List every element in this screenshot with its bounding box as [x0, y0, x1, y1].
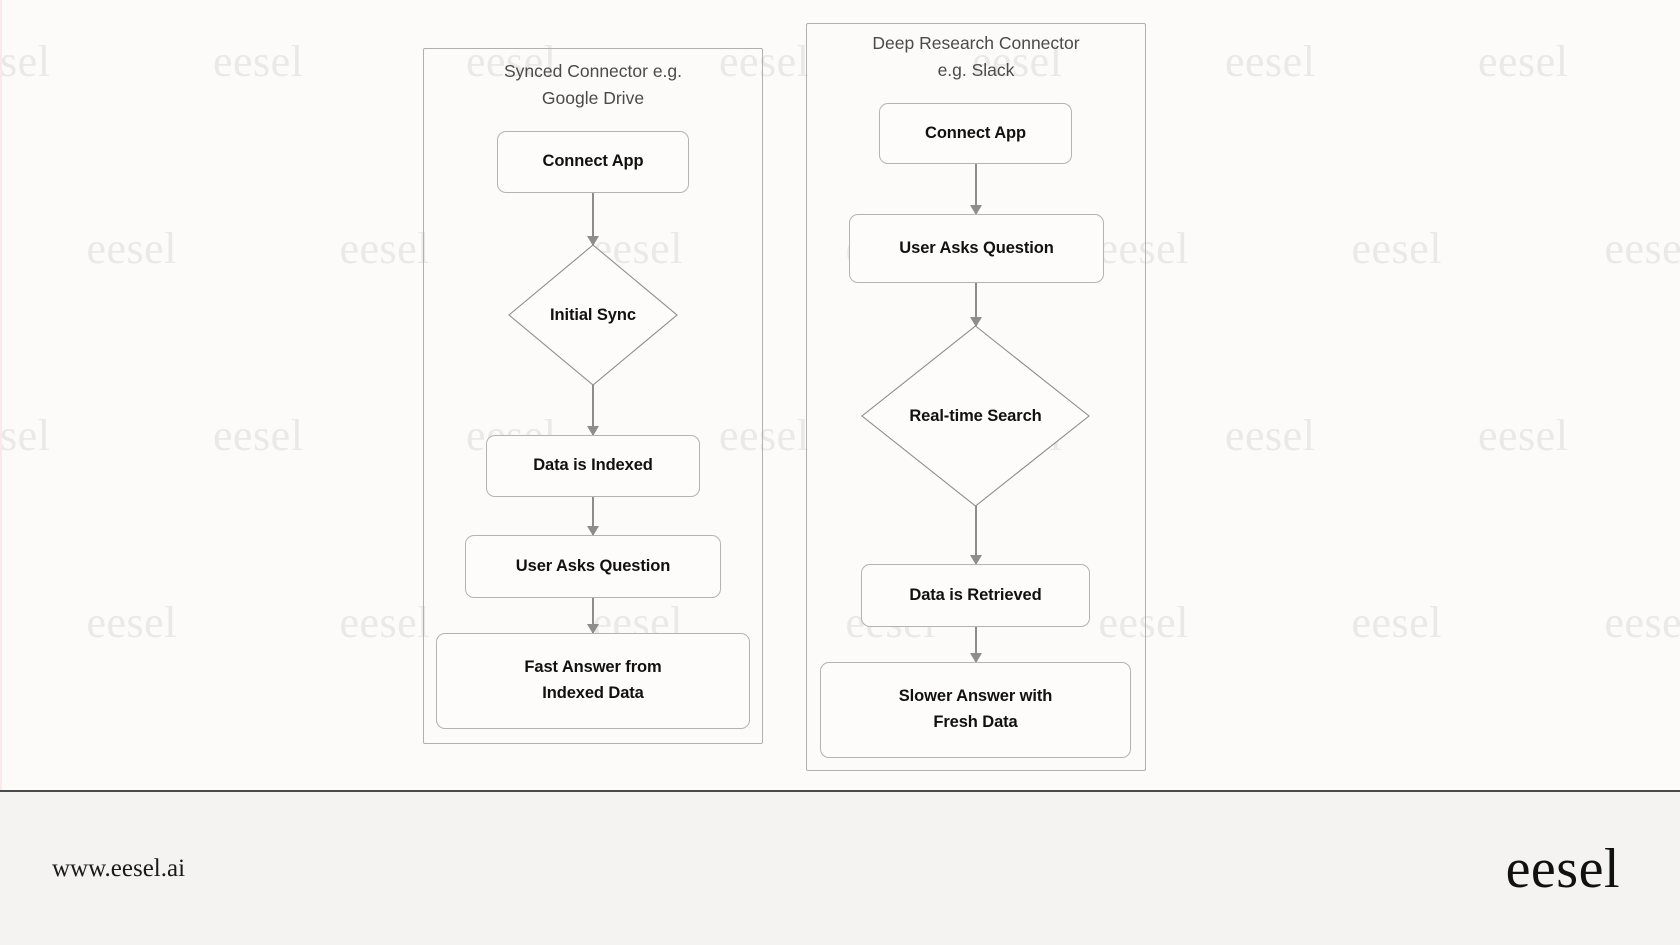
node-deep-realtime-search[interactable]: Real-time Search [861, 325, 1090, 507]
edge-user-asks-to-realtime-search [975, 283, 977, 326]
subgraph-synced-connector [423, 48, 763, 744]
edge-user-asks-to-fast-answer [592, 598, 594, 633]
node-synced-connect-app-label: Connect App [542, 152, 644, 171]
footer-website-url[interactable]: www.eesel.ai [52, 854, 186, 882]
node-synced-connect-app[interactable]: Connect App [497, 131, 689, 193]
node-deep-data-is-retrieved[interactable]: Data is Retrieved [861, 564, 1090, 627]
subgraph-synced-connector-title: Synced Connector e.g. Google Drive [423, 58, 763, 112]
node-synced-initial-sync-label: Initial Sync [550, 305, 636, 324]
node-synced-fast-answer-label-line-2: Indexed Data [542, 684, 644, 702]
node-deep-connect-app[interactable]: Connect App [879, 103, 1072, 164]
edge-data-indexed-to-user-asks [592, 497, 594, 535]
node-deep-user-asks-question[interactable]: User Asks Question [849, 214, 1104, 283]
node-synced-initial-sync[interactable]: Initial Sync [508, 244, 678, 386]
subgraph-synced-title-line-2: Google Drive [541, 88, 645, 109]
subgraph-deep-research-title: Deep Research Connector e.g. Slack [806, 30, 1146, 84]
left-edge-accent-line [0, 0, 2, 790]
node-synced-fast-answer[interactable]: Fast Answer from Indexed Data [436, 633, 750, 729]
edge-synced-connect-to-initial-sync [592, 193, 594, 245]
footer-brand-logo: eesel [1505, 837, 1620, 900]
edge-deep-connect-to-user-asks [975, 164, 977, 214]
node-deep-slower-answer-label-line-2: Fresh Data [933, 713, 1018, 731]
subgraph-deep-research-title-line-2: e.g. Slack [937, 60, 1015, 81]
subgraph-deep-research-connector [806, 23, 1146, 771]
node-deep-realtime-search-label: Real-time Search [909, 406, 1042, 425]
footer-bar: www.eesel.ai eesel [0, 790, 1680, 945]
edge-initial-sync-to-data-indexed [592, 385, 594, 435]
node-synced-user-asks-question-label: User Asks Question [515, 556, 671, 575]
node-deep-user-asks-question-label: User Asks Question [899, 238, 1054, 257]
subgraph-synced-title-line-1: Synced Connector e.g. [503, 61, 683, 81]
node-deep-data-is-retrieved-label: Data is Retrieved [909, 585, 1042, 604]
node-synced-user-asks-question[interactable]: User Asks Question [465, 535, 721, 598]
node-deep-slower-answer-label-line-1: Slower Answer with [898, 687, 1053, 706]
subgraph-deep-research-title-line-1: Deep Research Connector [872, 33, 1080, 53]
node-synced-data-is-indexed-label: Data is Indexed [533, 456, 653, 475]
node-synced-fast-answer-label-line-1: Fast Answer from [524, 658, 662, 677]
node-synced-data-is-indexed[interactable]: Data is Indexed [486, 435, 700, 497]
node-deep-slower-answer[interactable]: Slower Answer with Fresh Data [820, 662, 1131, 758]
flowchart-canvas: Synced Connector e.g. Google Drive Conne… [0, 0, 1680, 790]
edge-data-retrieved-to-slower-answer [975, 627, 977, 662]
edge-realtime-search-to-data-retrieved [975, 506, 977, 564]
node-deep-connect-app-label: Connect App [925, 123, 1026, 142]
